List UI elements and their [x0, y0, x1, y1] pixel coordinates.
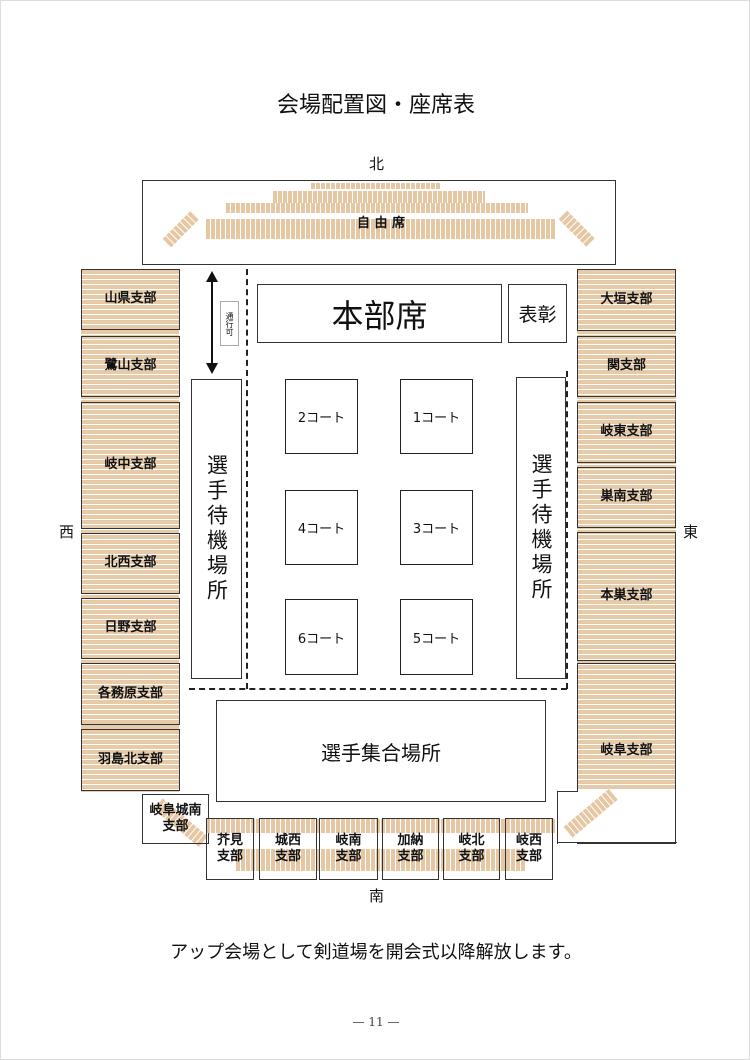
seat-block — [226, 203, 528, 213]
branch-box — [81, 402, 180, 529]
note-text: アップ会場として剣道場を開会式以降解放します。 — [170, 942, 582, 963]
court-1: 1コート — [400, 379, 473, 454]
court-2: 2コート — [285, 379, 358, 454]
north-label: 北 — [369, 155, 385, 173]
page-number: — 11 — — [352, 1015, 400, 1029]
seat-block — [206, 219, 556, 239]
dashed-boundary — [566, 371, 568, 689]
branch-label: 岐阜城南 支部 — [149, 802, 202, 834]
branch-box — [259, 818, 317, 880]
branch-label: 大垣支部 — [600, 291, 653, 307]
branch-label: 山県支部 — [104, 291, 157, 307]
branch-label: 岐北 支部 — [458, 832, 485, 864]
court-3: 3コート — [400, 490, 473, 565]
branch-label: 巣南支部 — [600, 489, 653, 505]
branch-label: 加納 支部 — [397, 832, 424, 864]
branch-box — [81, 269, 180, 330]
passage-arrow — [211, 281, 213, 365]
seat-block — [236, 849, 526, 871]
branch-label: 岐阜支部 — [600, 742, 653, 758]
seat-block — [206, 819, 556, 833]
hq-seats: 本部席 — [257, 284, 502, 343]
east-label: 東 — [683, 523, 699, 541]
branch-box — [81, 663, 180, 725]
free-seating-label: 自 由 席 — [356, 215, 406, 231]
branch-box — [577, 532, 676, 661]
branch-box — [319, 818, 378, 880]
branch-box — [81, 336, 180, 397]
award-area: 表彰 — [508, 284, 567, 343]
south-label: 南 — [369, 887, 385, 905]
seat-block — [273, 191, 485, 203]
dashed-boundary — [246, 269, 248, 689]
waiting-area-left: 選手待機場所 — [191, 379, 242, 679]
west-seats — [81, 269, 179, 792]
box-edge — [557, 791, 578, 792]
branch-label: 岐中支部 — [104, 457, 157, 473]
passage-label: 通行可 — [220, 301, 239, 346]
branch-box — [577, 269, 676, 331]
court-4: 4コート — [285, 490, 358, 565]
branch-box — [577, 467, 676, 528]
branch-box — [443, 818, 500, 880]
court-6: 6コート — [285, 599, 358, 675]
branch-label: 鷺山支部 — [104, 358, 157, 374]
west-label: 西 — [59, 523, 75, 541]
branch-box — [81, 533, 180, 594]
seat-block — [311, 183, 441, 189]
branch-label: 岐南 支部 — [335, 832, 362, 864]
box-edge — [577, 663, 578, 791]
branch-box — [382, 818, 439, 880]
assembly-area: 選手集合場所 — [216, 700, 546, 802]
east-seats — [577, 269, 676, 789]
branch-label: 岐西 支部 — [515, 832, 542, 864]
branch-label: 本巣支部 — [600, 588, 653, 604]
branch-label: 岐東支部 — [600, 424, 653, 440]
box-edge — [557, 842, 677, 843]
branch-label: 羽島北支部 — [97, 751, 163, 767]
branch-box — [577, 336, 676, 397]
branch-box — [577, 402, 676, 463]
branch-box — [206, 818, 254, 880]
branch-box — [577, 663, 676, 844]
north-free-seating-area — [142, 180, 616, 265]
box-edge — [557, 791, 558, 844]
branch-label: 城西 支部 — [274, 832, 301, 864]
arrow-down-icon — [206, 363, 218, 374]
court-5: 5コート — [400, 599, 473, 675]
branch-box — [81, 598, 180, 659]
dashed-boundary — [189, 688, 567, 690]
page-title: 会場配置図・座席表 — [276, 93, 475, 118]
waiting-area-right: 選手待機場所 — [516, 377, 566, 679]
arrow-up-icon — [206, 271, 218, 282]
branch-label: 芥見 支部 — [216, 832, 243, 864]
branch-box — [81, 729, 180, 791]
branch-box — [505, 818, 553, 880]
branch-label: 北西支部 — [104, 555, 157, 571]
branch-label: 関支部 — [606, 358, 646, 374]
branch-label: 日野支部 — [104, 620, 157, 636]
branch-label: 各務原支部 — [97, 685, 163, 701]
